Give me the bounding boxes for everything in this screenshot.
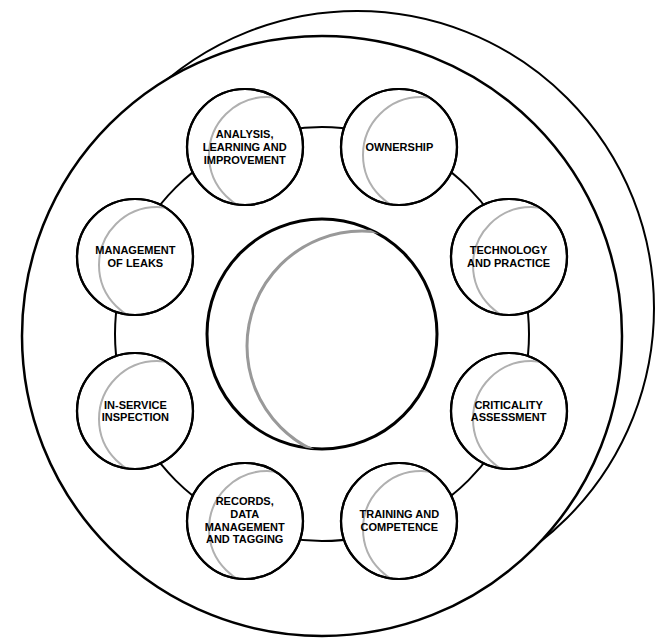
circle-label: OWNERSHIP xyxy=(365,141,433,154)
wheel-circle: RECORDS, DATA MANAGEMENT AND TAGGING xyxy=(185,461,305,581)
circle-label: ANALYSIS, LEARNING AND IMPROVEMENT xyxy=(200,128,290,166)
outer-rim xyxy=(22,36,622,636)
ring-track xyxy=(115,127,529,541)
circle-label: TECHNOLOGY AND PRACTICE xyxy=(464,244,554,269)
circle-label: CRITICALITY ASSESSMENT xyxy=(464,399,554,424)
wheel-circle: CRITICALITY ASSESSMENT xyxy=(449,351,569,471)
circle-label: IN-SERVICE INSPECTION xyxy=(90,399,180,424)
wheel-circle: IN-SERVICE INSPECTION xyxy=(75,351,195,471)
hub-shading xyxy=(247,231,477,461)
wheel-circle: ANALYSIS, LEARNING AND IMPROVEMENT xyxy=(185,87,305,207)
wheel-circle: TECHNOLOGY AND PRACTICE xyxy=(449,197,569,317)
wheel-circle: OWNERSHIP xyxy=(339,87,459,207)
hub-circle xyxy=(207,219,437,449)
wheel-circle: TRAINING AND COMPETENCE xyxy=(339,461,459,581)
circle-label: RECORDS, DATA MANAGEMENT AND TAGGING xyxy=(200,495,290,546)
circle-label: TRAINING AND COMPETENCE xyxy=(354,508,444,533)
wheel-circle: MANAGEMENT OF LEAKS xyxy=(75,197,195,317)
circle-label: MANAGEMENT OF LEAKS xyxy=(90,244,180,269)
